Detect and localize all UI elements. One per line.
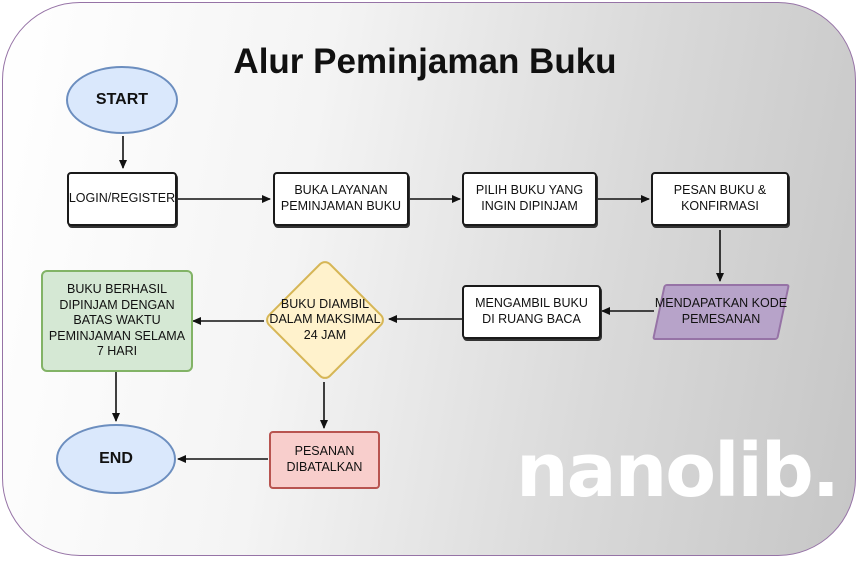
pilih-buku-node: PILIH BUKU YANG INGIN DIPINJAM: [462, 172, 597, 226]
kode-pemesanan-node: MENDAPATKAN KODE PEMESANAN: [648, 284, 794, 340]
buka-layanan-label: BUKA LAYANAN PEMINJAMAN BUKU: [280, 183, 402, 213]
nanolib-logo: nanolib.: [516, 428, 840, 514]
start-label: START: [95, 91, 149, 108]
pesanan-dibatalkan-node: PESANAN DIBATALKAN: [269, 431, 380, 489]
pesan-buku-label: PESAN BUKU & KONFIRMASI: [673, 183, 767, 213]
buku-berhasil-node: BUKU BERHASIL DIPINJAM DENGAN BATAS WAKT…: [41, 270, 193, 372]
mengambil-buku-label: MENGAMBIL BUKU DI RUANG BACA: [475, 296, 588, 326]
start-node: START: [66, 66, 178, 134]
buku-diambil-decision: BUKU DIAMBIL DALAM MAKSIMAL 24 JAM: [262, 257, 388, 383]
end-node: END: [56, 424, 176, 494]
end-label: END: [99, 450, 133, 467]
pesan-buku-node: PESAN BUKU & KONFIRMASI: [651, 172, 789, 226]
buku-diambil-label: BUKU DIAMBIL DALAM MAKSIMAL 24 JAM: [269, 296, 381, 342]
mengambil-buku-node: MENGAMBIL BUKU DI RUANG BACA: [462, 285, 601, 339]
kode-pemesanan-label: MENDAPATKAN KODE PEMESANAN: [654, 296, 788, 326]
pesanan-dibatalkan-label: PESANAN DIBATALKAN: [286, 444, 363, 474]
pilih-buku-label: PILIH BUKU YANG INGIN DIPINJAM: [475, 183, 584, 213]
login-register-label: LOGIN/REGISTER: [68, 191, 176, 206]
buku-berhasil-label: BUKU BERHASIL DIPINJAM DENGAN BATAS WAKT…: [48, 281, 186, 359]
login-register-node: LOGIN/REGISTER: [67, 172, 177, 226]
diagram-title: Alur Peminjaman Buku: [233, 42, 617, 81]
buka-layanan-node: BUKA LAYANAN PEMINJAMAN BUKU: [273, 172, 409, 226]
